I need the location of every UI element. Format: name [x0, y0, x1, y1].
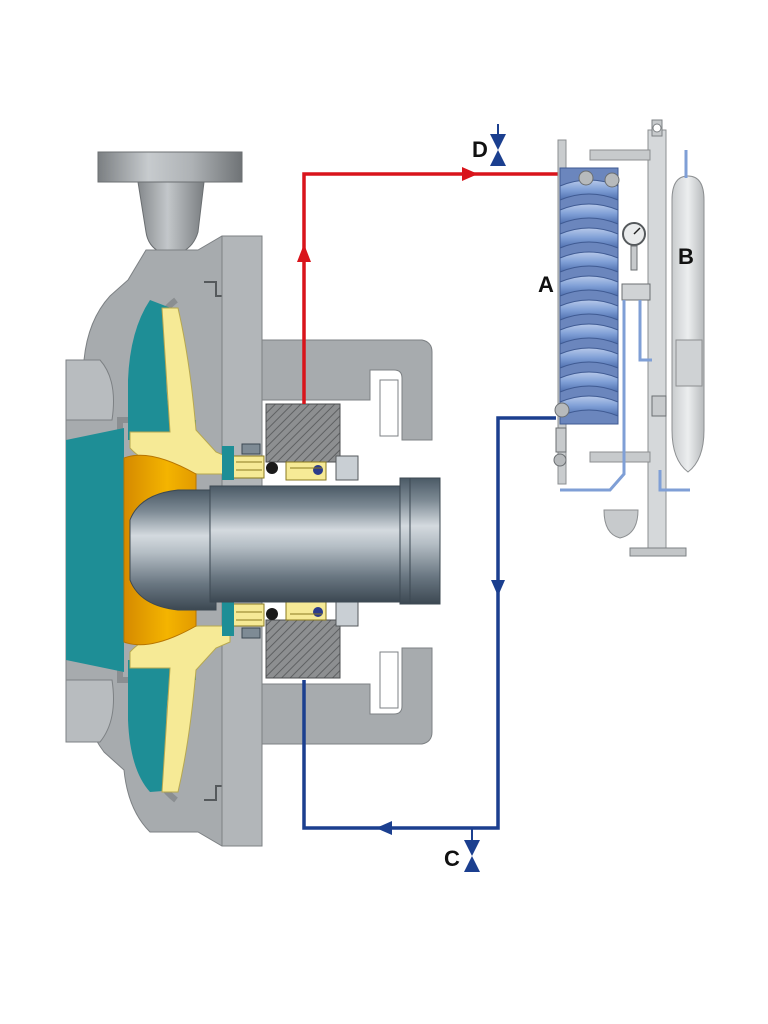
coil-turn	[559, 371, 619, 393]
flow-arrow-icon	[462, 167, 478, 181]
coil-turn	[559, 299, 619, 321]
valve-d[interactable]: D	[472, 124, 506, 166]
volute-passage-upper	[128, 300, 196, 440]
return-line-blue	[302, 416, 556, 830]
discharge-flange	[97, 151, 243, 183]
cooler-a-label: A	[538, 272, 554, 297]
shaft-body	[209, 485, 407, 603]
seal-gland-upper	[265, 403, 341, 463]
flow-arrow-icon	[297, 244, 311, 262]
seal-gland-lower	[265, 619, 341, 679]
support-base	[629, 547, 687, 557]
shaft-step	[399, 477, 441, 605]
needle-valve-icon	[464, 840, 480, 872]
support-column	[647, 129, 667, 551]
coil-turn	[559, 323, 619, 345]
flow-arrow-icon	[376, 821, 392, 835]
pressure-gauge	[621, 222, 651, 301]
valve-c[interactable]: C	[444, 828, 480, 872]
discharge-neck	[137, 181, 205, 253]
coil-turn	[559, 227, 619, 249]
valve-c-label: C	[444, 846, 460, 871]
valve-d-label: D	[472, 137, 488, 162]
cooling-coil	[559, 167, 619, 425]
impeller-nut	[129, 489, 217, 611]
supply-line-red	[302, 172, 586, 404]
pump-shaft	[209, 477, 441, 605]
needle-valve-icon	[490, 134, 506, 166]
flow-arrow-icon	[491, 580, 505, 596]
mechanical-seal-upper	[231, 443, 359, 481]
drain-pan	[603, 509, 639, 539]
impeller-assembly	[66, 300, 231, 793]
coil-turn	[559, 251, 619, 273]
coil-turn	[559, 395, 619, 417]
suction-eye	[66, 428, 124, 672]
mechanical-seal-lower	[231, 601, 359, 639]
reservoir-tank	[671, 150, 705, 473]
coil-turn	[559, 347, 619, 369]
reservoir-b-label: B	[678, 244, 694, 269]
coil-turns	[559, 179, 619, 417]
volute-passage-lower	[128, 660, 196, 792]
coil-turn	[559, 203, 619, 225]
coil-turn	[559, 275, 619, 297]
seal-support-system: A B	[538, 119, 705, 557]
